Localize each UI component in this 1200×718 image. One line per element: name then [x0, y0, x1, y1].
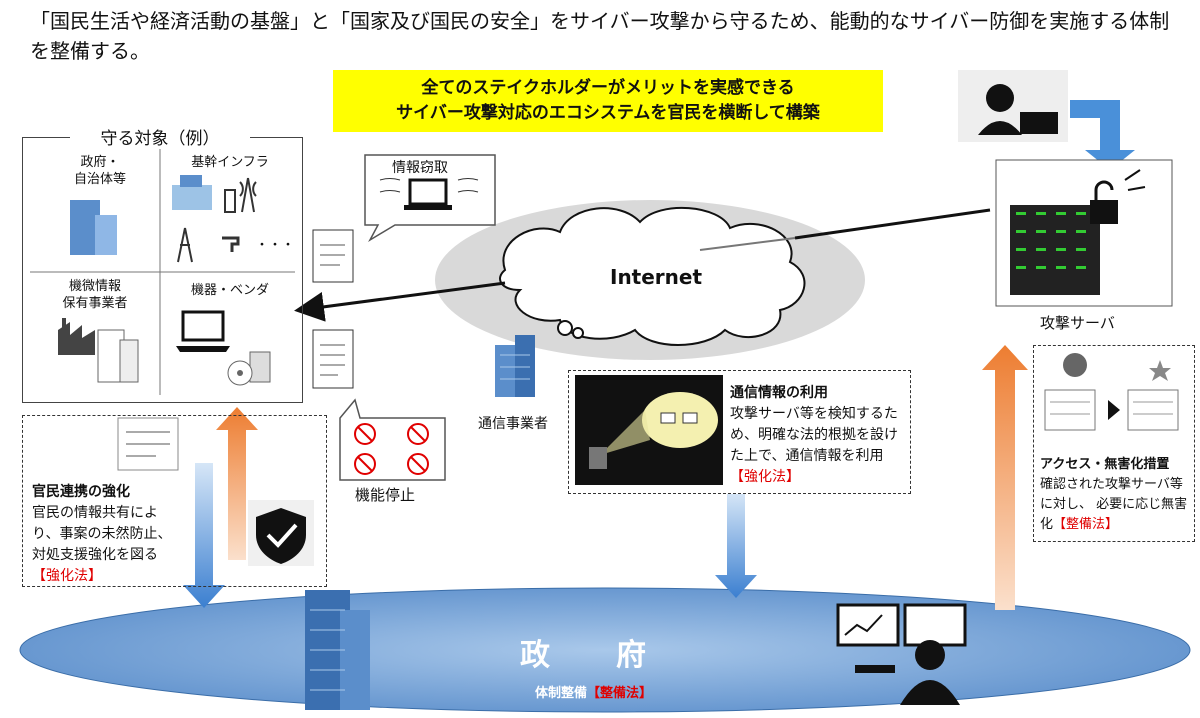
- cooperation-text: 官民連携の強化 官民の情報共有により、事案の未然防止、対処支援強化を図る【強化法…: [32, 482, 182, 587]
- cooperation-box: [22, 415, 327, 587]
- disc-icon: [227, 351, 271, 386]
- access-body: 確認された攻撃サーバ等に対し、 必要に応じ無害化: [1040, 477, 1188, 532]
- theft-label: 情報窃取: [392, 160, 448, 176]
- comm-down-arrow: [715, 493, 757, 598]
- infra-ellipsis: ・・・: [255, 238, 295, 253]
- cell-sensitive-label: 機微情報 保有事業者: [62, 279, 128, 311]
- attack-line: [794, 208, 991, 240]
- cooperation-down-arrow: [183, 463, 225, 608]
- cooperation-body: 官民の情報共有により、事案の未然防止、対処支援強化を図る: [32, 505, 172, 563]
- government-tag: 【整備法】: [587, 686, 653, 701]
- factory-icon: [58, 318, 139, 383]
- stop-label: 機能停止: [355, 486, 416, 504]
- shield-check-icon: [248, 500, 314, 566]
- comm-body-wrap: 攻撃サーバ等を検知するため、明確な法的根拠を設けた上で、通信情報を利用【強化法】: [730, 404, 902, 488]
- hacker-icon: [958, 70, 1068, 142]
- phone-icon: [224, 189, 236, 213]
- attack-server-label: 攻撃サーバ: [1040, 314, 1115, 332]
- hacker-arrow: [1070, 100, 1135, 170]
- laptop-icon: [176, 310, 230, 352]
- comm-title: 通信情報の利用: [730, 385, 828, 401]
- attack-arrow: [294, 281, 506, 322]
- access-title: アクセス・無害化措置: [1040, 457, 1170, 472]
- headline: 「国民生活や経済活動の基盤」と「国家及び国民の安全」をサイバー攻撃から守るため、…: [30, 9, 1170, 63]
- cell-infra-label: 基幹インフラ: [191, 155, 269, 170]
- carrier-building-icon: [495, 335, 535, 397]
- access-body-wrap: 確認された攻撃サーバ等に対し、 必要に応じ無害化【整備法】: [1040, 475, 1190, 535]
- cooperation-body-wrap: 官民の情報共有により、事案の未然防止、対処支援強化を図る【強化法】: [32, 503, 182, 587]
- government-system-label: 体制整備: [535, 686, 588, 701]
- lock-icon: [1090, 169, 1146, 224]
- access-text: アクセス・無害化措置 確認された攻撃サーバ等に対し、 必要に応じ無害化【整備法】: [1040, 455, 1190, 535]
- government-label: 政 府: [520, 638, 648, 673]
- faucet-icon: [222, 236, 240, 252]
- banner-line-1: 全てのステイクホルダーがメリットを実感できる: [421, 78, 795, 98]
- comm-body: 攻撃サーバ等を検知するため、明確な法的根拠を設けた上で、通信情報を利用: [730, 406, 898, 464]
- theft-bubble: [364, 154, 496, 243]
- cooperation-document-icon: [117, 417, 179, 471]
- access-icons: [1044, 353, 1179, 431]
- document-icon: [312, 229, 354, 389]
- comm-image: [575, 375, 723, 485]
- access-up-arrow: [982, 345, 1028, 610]
- comm-tag: 【強化法】: [730, 469, 800, 485]
- ecosystem-banner: 全てのステイクホルダーがメリットを実感できる サイバー攻撃対応のエコシステムを官…: [333, 70, 883, 132]
- access-tag: 【整備法】: [1053, 517, 1119, 532]
- internet-cloud: [435, 200, 865, 360]
- protect-title: 守る対象（例）: [70, 124, 250, 149]
- infra-icons: [172, 175, 257, 263]
- government-system: 体制整備【整備法】: [535, 682, 652, 701]
- cell-gov-label: 政府・ 自治体等: [73, 155, 126, 187]
- stop-bubble: [339, 398, 446, 481]
- cooperation-tag: 【強化法】: [32, 568, 102, 584]
- server-rack-icon: [1010, 205, 1100, 295]
- cooperation-title: 官民連携の強化: [32, 484, 130, 500]
- carrier-label: 通信事業者: [478, 416, 548, 432]
- access-box: [1033, 345, 1195, 542]
- internet-label: Internet: [610, 265, 703, 289]
- banner-line-2: サイバー攻撃対応のエコシステムを官民を横断して構築: [396, 103, 820, 123]
- monitor-operator-icon: [836, 603, 967, 705]
- government-building-icon: [305, 590, 370, 710]
- building-icon: [70, 200, 117, 255]
- antenna-icon: [239, 177, 257, 213]
- comm-text: 通信情報の利用 攻撃サーバ等を検知するため、明確な法的根拠を設けた上で、通信情報…: [730, 383, 902, 488]
- cooperation-up-arrow: [216, 407, 258, 560]
- cell-vendor-label: 機器・ベンダ: [190, 283, 269, 298]
- tower-icon: [177, 227, 193, 263]
